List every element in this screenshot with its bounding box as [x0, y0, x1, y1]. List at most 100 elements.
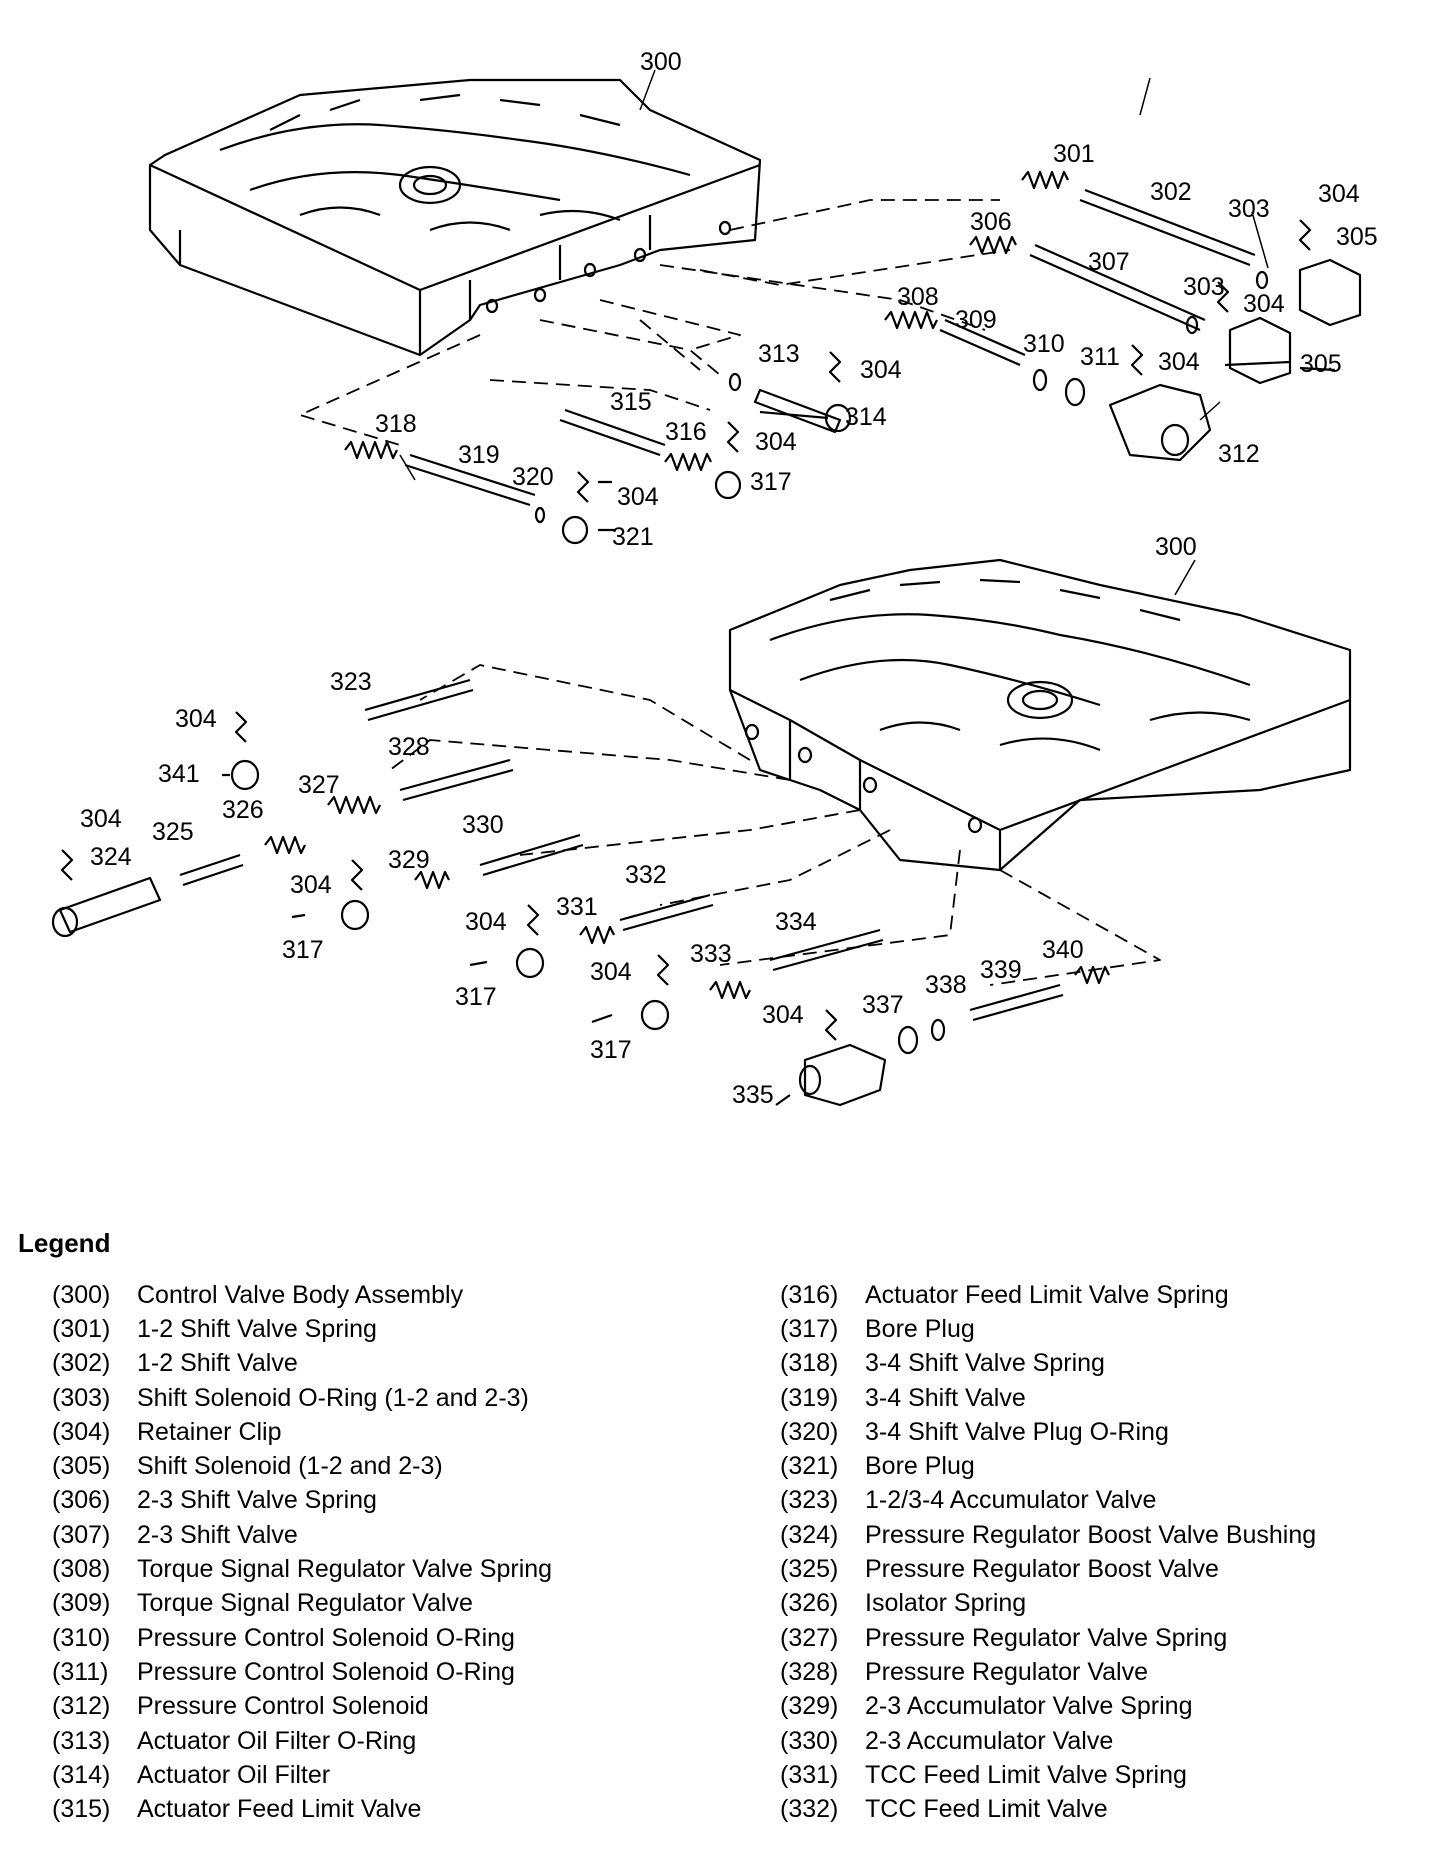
- legend-left-column: (300)Control Valve Body Assembly(301)1-2…: [52, 1278, 752, 1827]
- legend-item-description: Actuator Oil Filter: [137, 1760, 331, 1789]
- callout-303-mid: 303: [1183, 273, 1225, 301]
- legend-item-number: (326): [780, 1589, 839, 1618]
- callout-331: 331: [556, 893, 598, 921]
- callout-313: 313: [758, 340, 800, 368]
- callout-308: 308: [897, 283, 939, 311]
- callout-304-324: 304: [80, 805, 122, 833]
- callout-304-331: 304: [465, 908, 507, 936]
- legend-item-description: Bore Plug: [865, 1452, 975, 1481]
- callout-339: 339: [980, 956, 1022, 984]
- callout-304-335: 304: [762, 1001, 804, 1029]
- legend-item: (332) TCC Feed Limit Valve: [780, 1792, 1440, 1826]
- callout-315: 315: [610, 388, 652, 416]
- legend-item: (317) Bore Plug: [780, 1312, 1440, 1346]
- legend-item: (302) 1-2 Shift Valve: [52, 1347, 752, 1381]
- legend-item: (311)Pressure Control Solenoid O-Ring: [52, 1655, 752, 1689]
- legend-item: (301)1-2 Shift Valve Spring: [52, 1312, 752, 1346]
- callout-326: 326: [222, 796, 264, 824]
- legend-item-description: Isolator Spring: [865, 1589, 1027, 1618]
- legend-item-number: (301): [52, 1314, 111, 1343]
- callout-311: 311: [1080, 343, 1120, 371]
- legend-item: (313)Actuator Oil Filter O-Ring: [52, 1724, 752, 1758]
- callout-304-333: 304: [590, 958, 632, 986]
- callout-309: 309: [955, 306, 997, 334]
- callout-335: 335: [732, 1081, 774, 1109]
- callout-329: 329: [388, 846, 430, 874]
- callout-304-320: 304: [617, 483, 659, 511]
- legend-item-number: (307): [52, 1520, 111, 1549]
- upper-parts: [344, 170, 1362, 545]
- legend-item: (320)3-4 Shift Valve Plug O-Ring: [780, 1415, 1440, 1449]
- callout-304-313: 304: [860, 356, 902, 384]
- callout-325: 325: [152, 818, 194, 846]
- legend-item-description: 3-4 Shift Valve Plug O-Ring: [865, 1417, 1169, 1446]
- callout-302: 302: [1150, 178, 1192, 206]
- legend-item-number: (325): [780, 1555, 839, 1584]
- callout-327: 327: [298, 771, 340, 799]
- legend-item-description: 1-2 Shift Valve: [137, 1349, 298, 1378]
- legend-item-number: (302): [52, 1349, 111, 1378]
- legend-item-number: (327): [780, 1623, 839, 1652]
- legend-item: (330)2-3 Accumulator Valve: [780, 1724, 1440, 1758]
- legend-item: (328) Pressure Regulator Valve: [780, 1655, 1440, 1689]
- callout-307: 307: [1088, 248, 1130, 276]
- callout-305-top: 305: [1336, 223, 1378, 251]
- callout-301: 301: [1053, 140, 1095, 168]
- legend-item-description: Bore Plug: [865, 1314, 975, 1343]
- legend-item: (307) 2-3 Shift Valve: [52, 1518, 752, 1552]
- legend-item-number: (310): [52, 1623, 111, 1652]
- legend-item-number: (303): [52, 1383, 111, 1412]
- legend-item-description: 1-2/3-4 Accumulator Valve: [865, 1486, 1157, 1515]
- legend-item-number: (314): [52, 1760, 111, 1789]
- legend-item-description: 2-3 Shift Valve Spring: [137, 1486, 377, 1515]
- legend-item-number: (313): [52, 1726, 111, 1755]
- callout-321: 321: [612, 523, 654, 551]
- legend-item-number: (315): [52, 1795, 111, 1824]
- legend-item-number: (328): [780, 1657, 839, 1686]
- legend-right-column: (316)Actuator Feed Limit Valve Spring(31…: [780, 1278, 1440, 1827]
- legend-item: (309)Torque Signal Regulator Valve: [52, 1587, 752, 1621]
- legend-item-description: 2-3 Shift Valve: [137, 1520, 298, 1549]
- callout-300-bottom: 300: [1155, 533, 1197, 561]
- callout-304-341: 304: [175, 705, 217, 733]
- callout-334: 334: [775, 908, 817, 936]
- legend-item-description: Pressure Regulator Valve Spring: [865, 1623, 1228, 1652]
- callout-340: 340: [1042, 936, 1084, 964]
- legend-item-description: TCC Feed Limit Valve: [865, 1795, 1108, 1824]
- callout-332: 332: [625, 861, 667, 889]
- legend-item-number: (305): [52, 1452, 111, 1481]
- legend-item: (323)1-2/3-4 Accumulator Valve: [780, 1484, 1440, 1518]
- callout-317-329: 317: [282, 936, 324, 964]
- callout-337: 337: [862, 991, 904, 1019]
- legend-item: (305)Shift Solenoid (1-2 and 2-3): [52, 1449, 752, 1483]
- callout-323: 323: [330, 668, 372, 696]
- callout-304-right: 304: [1158, 348, 1200, 376]
- legend-item: (306)2-3 Shift Valve Spring: [52, 1484, 752, 1518]
- legend-item-number: (309): [52, 1589, 111, 1618]
- legend-item-description: Retainer Clip: [137, 1417, 282, 1446]
- callout-324: 324: [90, 843, 132, 871]
- callout-304-329: 304: [290, 871, 332, 899]
- legend-item-description: 3-4 Shift Valve Spring: [865, 1349, 1105, 1378]
- callout-316: 316: [665, 418, 707, 446]
- legend-item-number: (316): [780, 1280, 839, 1309]
- legend-item: (308) Torque Signal Regulator Valve Sprin…: [52, 1552, 752, 1586]
- legend-item-number: (308): [52, 1555, 111, 1584]
- callout-314: 314: [845, 403, 887, 431]
- legend-item: (327) Pressure Regulator Valve Spring: [780, 1621, 1440, 1655]
- callout-leaders: [399, 69, 1269, 596]
- legend-item-description: Shift Solenoid O-Ring (1-2 and 2-3): [137, 1383, 529, 1412]
- legend-item-number: (317): [780, 1314, 839, 1343]
- legend-item: (315)Actuator Feed Limit Valve: [52, 1792, 752, 1826]
- exploded-view-diagram: 300 301 302 303 304 305 306 307 303 304 …: [51, 48, 1378, 1109]
- lower-valve-body: [728, 558, 1352, 872]
- callout-312: 312: [1218, 440, 1260, 468]
- callout-310: 310: [1023, 330, 1065, 358]
- legend-item-description: 2-3 Accumulator Valve Spring: [865, 1692, 1193, 1721]
- legend-item-description: Pressure Control Solenoid O-Ring: [137, 1657, 515, 1686]
- callout-304-316: 304: [755, 428, 797, 456]
- legend-item-number: (332): [780, 1795, 839, 1824]
- legend-item-number: (312): [52, 1692, 111, 1721]
- legend-item-description: Torque Signal Regulator Valve Spring: [137, 1555, 553, 1584]
- legend-item-description: Pressure Regulator Valve: [865, 1657, 1149, 1686]
